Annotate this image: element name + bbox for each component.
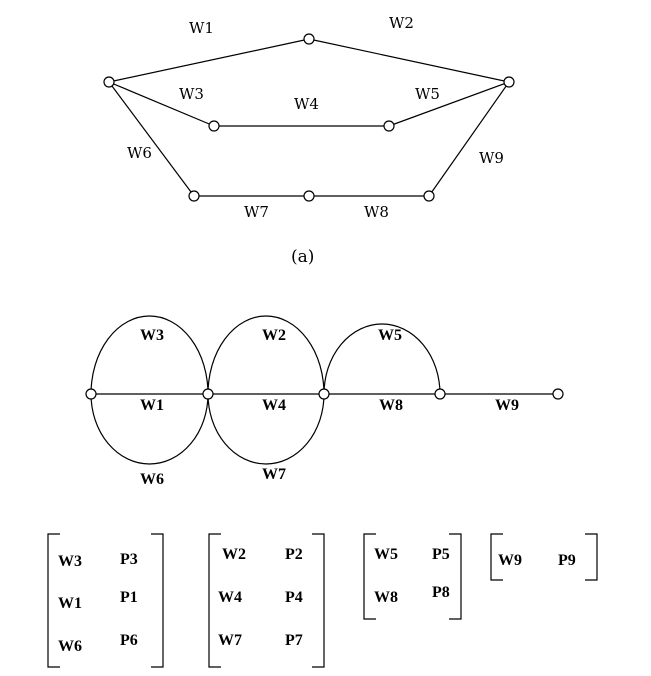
matrix-cell: W9 xyxy=(498,552,522,569)
left-bracket xyxy=(490,533,503,581)
edge-label-w8: W8 xyxy=(364,203,389,221)
graph-b: W3 W2 W5 W1 W4 W8 W9 W6 W7 xyxy=(85,315,564,488)
matrix-cell: P4 xyxy=(285,589,303,606)
right-bracket xyxy=(449,533,462,620)
matrix-cell: W3 xyxy=(58,553,82,570)
matrix-3: W5 P5 W8 P8 xyxy=(363,533,462,620)
edge-label-w9: W9 xyxy=(479,149,504,167)
edge-label-w3: W3 xyxy=(140,327,164,344)
edge-label-w2: W2 xyxy=(389,14,414,32)
edge-label-w9: W9 xyxy=(495,397,519,414)
edge-w7 xyxy=(207,393,325,465)
edge-w2 xyxy=(207,315,325,395)
node xyxy=(434,388,446,400)
node xyxy=(188,190,200,202)
matrix-cell: P8 xyxy=(432,584,450,601)
edge-label-w7: W7 xyxy=(244,203,269,221)
node xyxy=(318,388,330,400)
node xyxy=(303,190,315,202)
node xyxy=(208,120,220,132)
left-bracket xyxy=(47,533,60,668)
edge-label-w3: W3 xyxy=(179,85,204,103)
edge-w6 xyxy=(108,81,195,197)
node xyxy=(503,76,515,88)
matrix-cell: W4 xyxy=(218,589,242,606)
node xyxy=(202,388,214,400)
matrix-cell: W6 xyxy=(58,638,82,655)
edge-label-w4: W4 xyxy=(294,95,319,113)
right-bracket xyxy=(312,533,325,668)
left-bracket xyxy=(208,533,221,668)
edge-label-w8: W8 xyxy=(379,397,403,414)
matrix-cell: P6 xyxy=(120,632,138,649)
edge-w5 xyxy=(323,323,441,395)
edge-label-w6: W6 xyxy=(127,144,152,162)
edge-label-w6: W6 xyxy=(140,471,164,488)
matrix-cell: P1 xyxy=(120,589,138,606)
node xyxy=(423,190,435,202)
matrix-2: W2 P2 W4 P4 W7 P7 xyxy=(208,533,325,668)
left-bracket xyxy=(363,533,376,620)
node xyxy=(552,388,564,400)
edge-label-w5: W5 xyxy=(415,85,440,103)
matrix-cell: P3 xyxy=(120,551,138,568)
matrix-cell: P5 xyxy=(432,546,450,563)
matrix-cell: W1 xyxy=(58,595,82,612)
matrix-cell: P2 xyxy=(285,546,303,563)
edge-w6 xyxy=(90,393,209,465)
edge-label-w4: W4 xyxy=(262,397,286,414)
node xyxy=(103,76,115,88)
matrix-cell: P7 xyxy=(285,632,303,649)
right-bracket xyxy=(585,533,598,581)
matrix-cell: W7 xyxy=(218,632,242,649)
edge-label-w5: W5 xyxy=(378,327,402,344)
edge-label-w2: W2 xyxy=(262,327,286,344)
edge-w9 xyxy=(428,81,510,197)
node xyxy=(303,33,315,45)
edge-w1 xyxy=(108,38,310,83)
edge-label-w7: W7 xyxy=(262,466,286,483)
matrix-cell: W8 xyxy=(374,589,398,606)
edge-w5 xyxy=(388,81,510,127)
node xyxy=(85,388,97,400)
matrix-1: W3 P3 W1 P1 W6 P6 xyxy=(47,533,164,668)
matrix-cell: P9 xyxy=(558,552,576,569)
graph-a: W1 W2 W3 W4 W5 W6 W7 W8 W9 (a) xyxy=(103,14,515,267)
matrix-4: W9 P9 xyxy=(490,533,598,581)
matrix-cell: W2 xyxy=(222,546,246,563)
edge-w3 xyxy=(108,81,215,127)
edge-w3 xyxy=(90,315,209,395)
edge-label-w1: W1 xyxy=(140,397,164,414)
right-bracket xyxy=(151,533,164,668)
caption-a: (a) xyxy=(291,247,314,267)
matrix-cell: W5 xyxy=(374,546,398,563)
node xyxy=(383,120,395,132)
edge-w2 xyxy=(308,38,510,83)
edge-label-w1: W1 xyxy=(189,19,214,37)
